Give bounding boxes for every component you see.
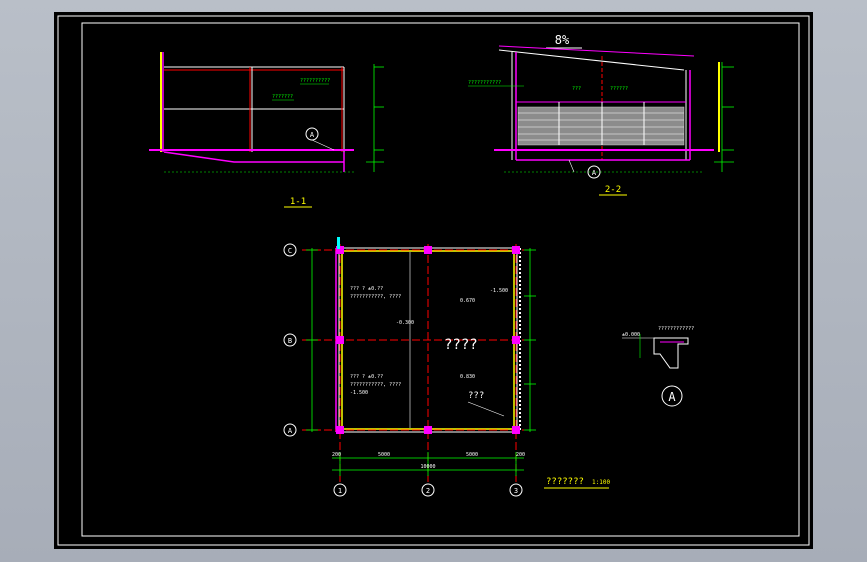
plan-title: ??????? <box>546 477 584 487</box>
sec2-note-b: ??? <box>572 86 581 92</box>
plan-dim-1: 5000 <box>378 452 390 458</box>
plan-elev-3: -0.300 <box>396 320 414 326</box>
section-1-1: A ?????????? ??????? 1-1 <box>149 52 384 208</box>
axis-a: A <box>288 427 293 435</box>
sec2-note-c: ?????? <box>610 86 628 92</box>
outer-frame <box>57 15 810 546</box>
plan-elev-2: 0.670 <box>460 298 475 304</box>
axis-1: 1 <box>338 487 342 495</box>
axis-3: 3 <box>514 487 518 495</box>
plan-door-note: ??? <box>468 391 484 401</box>
plan-room-note-1b: ???????????, ???? <box>350 294 401 300</box>
plan-dim-edge-left: 200 <box>332 452 341 458</box>
detail-a: ±0.000 ???????????? A <box>622 326 694 407</box>
plan-elev-4: -1.500 <box>350 390 368 396</box>
plan-room-note-2b: ???????????, ???? <box>350 382 401 388</box>
section-1-title: 1-1 <box>290 197 306 207</box>
sec1-note-b: ??????? <box>272 94 293 100</box>
sec2-detail-ref: A <box>592 169 597 177</box>
plan-dim-edge-right: 200 <box>516 452 525 458</box>
plan-dim-2: 5000 <box>466 452 478 458</box>
plan-room-note-1: ??? ? ±0.?? <box>350 286 383 292</box>
axis-2: 2 <box>426 487 430 495</box>
sec1-detail-ref: A <box>310 131 315 139</box>
sec1-note-a: ?????????? <box>300 78 330 84</box>
floor-plan: ???? ??? ? ±0.?? ???????????, ???? ??? ?… <box>283 237 610 497</box>
detail-title: A <box>668 390 676 404</box>
drawing-sheet[interactable]: A ?????????? ??????? 1-1 8% <box>54 12 813 549</box>
plan-center-label: ???? <box>444 337 478 353</box>
inner-frame <box>81 22 800 537</box>
slope-label: 8% <box>555 33 570 47</box>
plan-elev-5: 0.830 <box>460 374 475 380</box>
plan-scale: 1:100 <box>592 479 610 486</box>
section-2-title: 2-2 <box>605 185 621 195</box>
plan-dim-total: 10000 <box>420 464 435 470</box>
plan-elev-1: -1.500 <box>490 288 508 294</box>
plan-room-note-2: ??? ? ±0.?? <box>350 374 383 380</box>
detail-elev: ±0.000 <box>622 332 640 338</box>
axis-b: B <box>288 337 292 345</box>
section-2-2: 8% <box>468 33 734 196</box>
sec2-note-a: ??????????? <box>468 80 501 86</box>
cad-drawing: A ?????????? ??????? 1-1 8% <box>57 15 810 546</box>
detail-note: ???????????? <box>658 326 694 332</box>
axis-c: C <box>288 247 292 255</box>
